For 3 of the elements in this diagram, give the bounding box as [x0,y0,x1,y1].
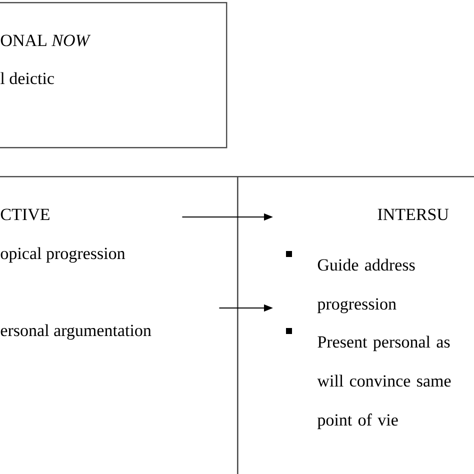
text-box: CTIVE opical progression ersonal argumentation [0,176,238,474]
text-box: ONAL NOW l deictic [0,2,228,148]
text-box: INTERSU Guide address progression Present personal as will convince same point of vie [237,176,474,474]
